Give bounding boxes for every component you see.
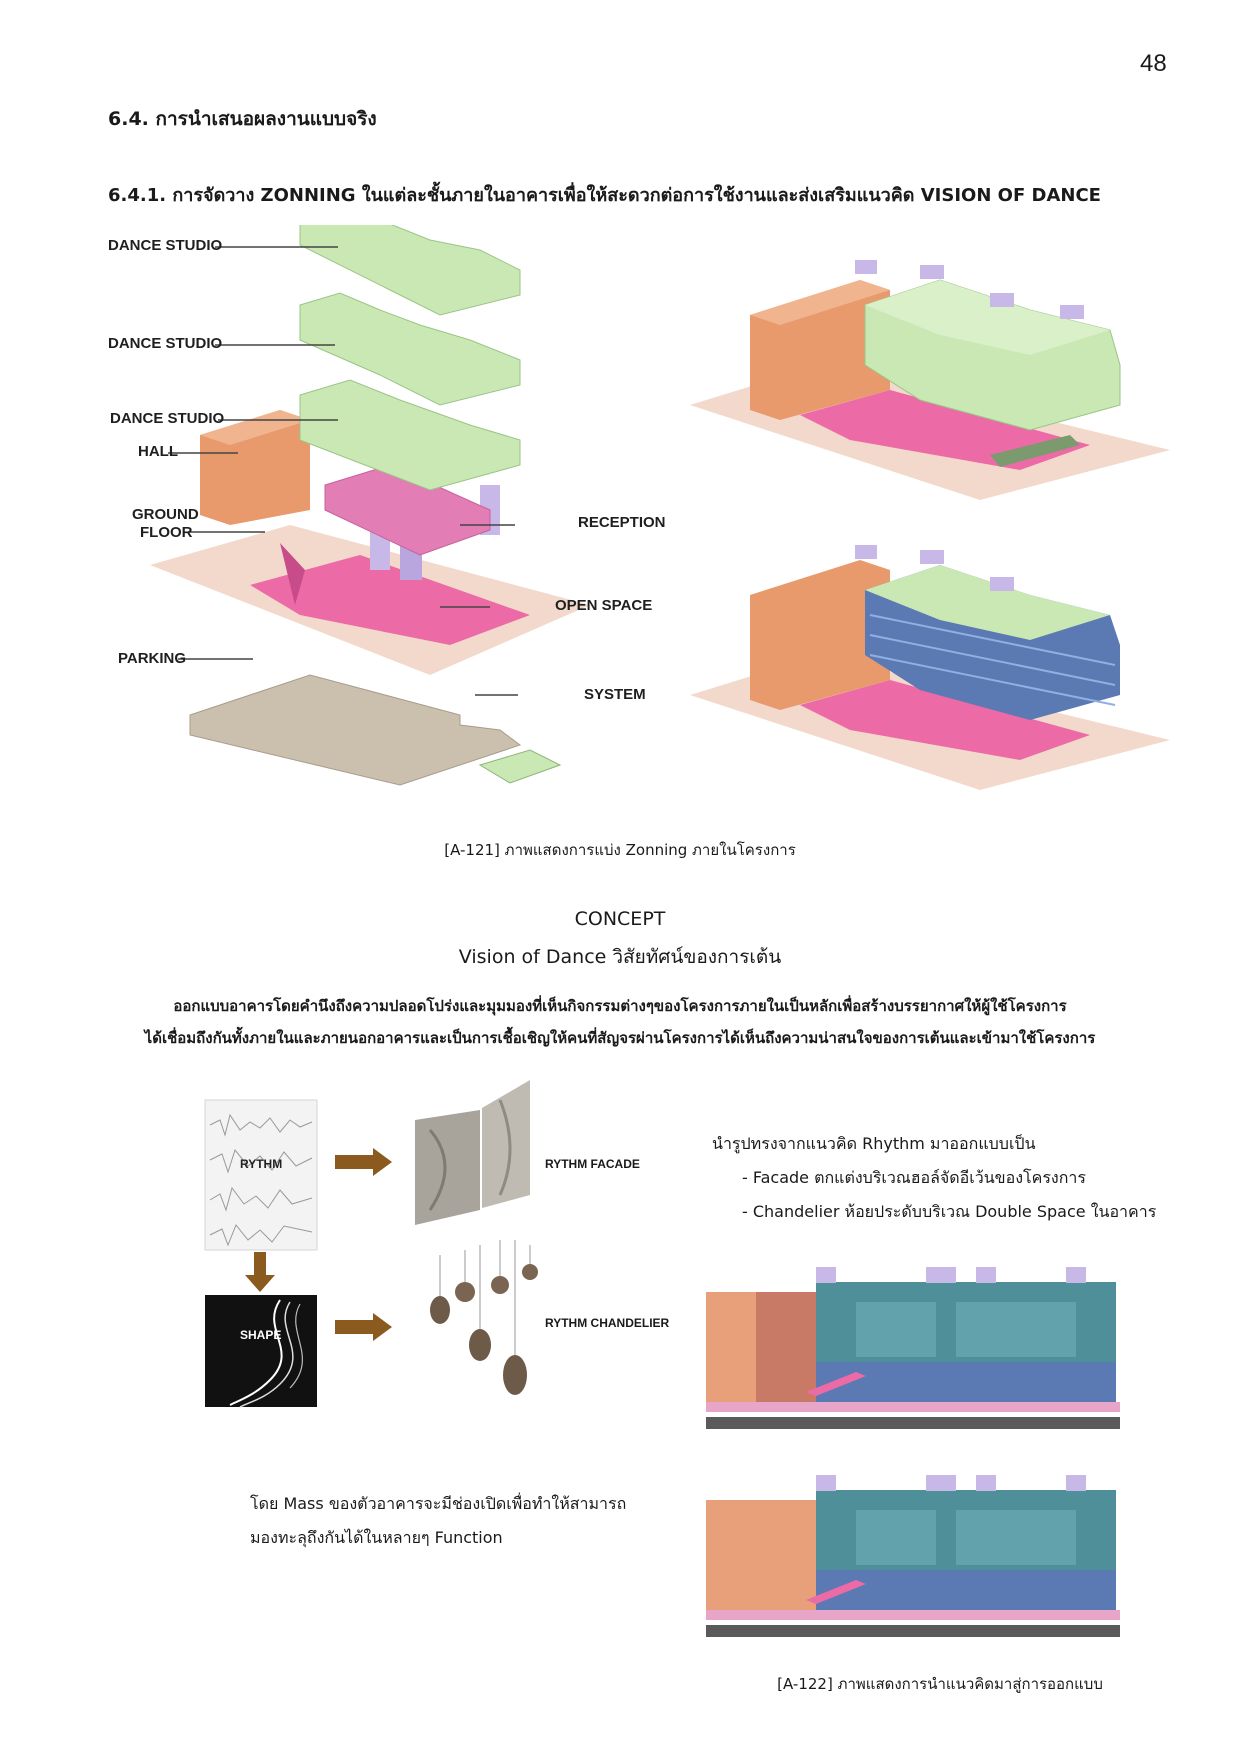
chandelier-pendant [469, 1329, 491, 1361]
mass-note-line-2: มองทะลุถึงกันได้ในหลายๆ Function [250, 1528, 503, 1547]
massing-render-glazed-illustration [690, 545, 1170, 790]
rhythm-concept-illustration [204, 1080, 538, 1408]
open-space-zone [250, 555, 530, 645]
chandelier-pendant [430, 1296, 450, 1324]
section-render-upper [706, 1262, 1120, 1437]
figure-caption-a122: [A-122] ภาพแสดงการนำแนวคิดมาสู่การออกแบบ [777, 1675, 1103, 1693]
label-floor: FLOOR [140, 524, 193, 541]
label-shape: SHAPE [240, 1328, 282, 1342]
chandelier-pendant [491, 1276, 509, 1294]
rhythm-note-line-2: - Facade ตกแต่งบริเวณฮอล์จัดอีเว้นของโคร… [742, 1168, 1086, 1187]
studio-middle-level [299, 292, 521, 406]
system-block [478, 749, 562, 784]
studio-lower-level [299, 379, 521, 491]
label-dance-studio-top: DANCE STUDIO [108, 237, 223, 254]
facade-panel-right [482, 1080, 530, 1208]
label-parking: PARKING [118, 650, 187, 667]
section-render-lower [706, 1470, 1120, 1645]
section-render-upper-illustration [706, 1267, 1120, 1429]
shape-card [205, 1295, 317, 1407]
massing-render-glazed [690, 545, 1180, 795]
section-render-lower-illustration [706, 1475, 1120, 1637]
figure-caption-a121: [A-121] ภาพแสดงการแบ่ง Zonning ภายในโครง… [444, 841, 796, 859]
label-hall: HALL [138, 443, 178, 460]
page-number: 48 [1140, 50, 1167, 77]
open-space-ramp [280, 543, 305, 605]
mass-note-line-1: โดย Mass ของตัวอาคารจะมีช่องเปิดเพื่อทำใ… [250, 1494, 627, 1513]
label-dance-studio-lower: DANCE STUDIO [110, 410, 225, 427]
concept-paragraph-line-1: ออกแบบอาคารโดยคำนึงถึงความปลอดโปร่งและมุ… [173, 997, 1067, 1015]
concept-subtitle: Vision of Dance วิสัยทัศน์ของการเต้น [458, 946, 782, 968]
exploded-zoning-illustration [150, 225, 590, 786]
label-rythm-facade: RYTHM FACADE [545, 1157, 640, 1171]
label-rythm: RYTHM [240, 1157, 283, 1171]
parking-level [189, 674, 522, 786]
label-open-space: OPEN SPACE [555, 597, 653, 614]
label-system: SYSTEM [584, 686, 646, 703]
chandelier-pendant [522, 1264, 538, 1280]
subsection-heading: 6.4.1. การจัดวาง ZONNING ในแต่ละชั้นภายใ… [108, 185, 1101, 206]
concept-title: CONCEPT [574, 908, 666, 930]
rhythm-note-line-3: - Chandelier ห้อยประดับบริเวณ Double Spa… [742, 1202, 1157, 1221]
concept-paragraph-line-2: ได้เชื่อมถึงกันทั้งภายในและภายนอกอาคารแล… [144, 1029, 1096, 1047]
label-ground: GROUND [132, 506, 199, 523]
studio-top-level [299, 225, 521, 316]
label-reception: RECEPTION [578, 514, 666, 531]
rhythm-waveform-card [204, 1099, 318, 1251]
massing-render-solid [690, 255, 1180, 505]
massing-render-solid-illustration [690, 260, 1170, 500]
facade-panel-left [415, 1110, 480, 1225]
label-rythm-chandelier: RYTHM CHANDELIER [545, 1316, 670, 1330]
chandelier-pendant [503, 1355, 527, 1395]
label-dance-studio-middle: DANCE STUDIO [108, 335, 223, 352]
rhythm-concept-diagram [200, 1080, 720, 1410]
chandelier-pendant [455, 1282, 475, 1302]
rhythm-note-line-1: นำรูปทรงจากแนวคิด Rhythm มาออกแบบเป็น [712, 1134, 1036, 1153]
exploded-zoning-diagram [100, 225, 680, 805]
section-heading: 6.4. การนำเสนอผลงานแบบจริง [108, 108, 377, 130]
